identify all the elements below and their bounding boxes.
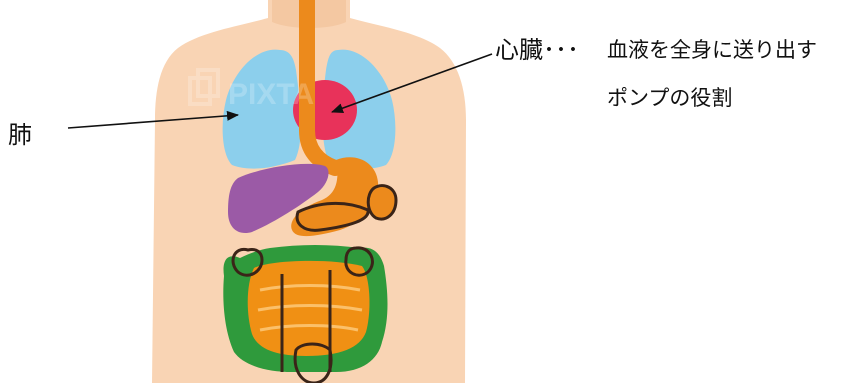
lung-label: 肺 xyxy=(8,123,32,147)
duodenum xyxy=(368,186,396,219)
heart-description-line-1: 血液を全身に送り出す xyxy=(607,40,817,61)
heart-label: 心臓･･･ xyxy=(495,38,579,62)
heart-description-line-2: ポンプの役割 xyxy=(607,88,732,109)
watermark-text: PIXTA xyxy=(228,78,314,111)
